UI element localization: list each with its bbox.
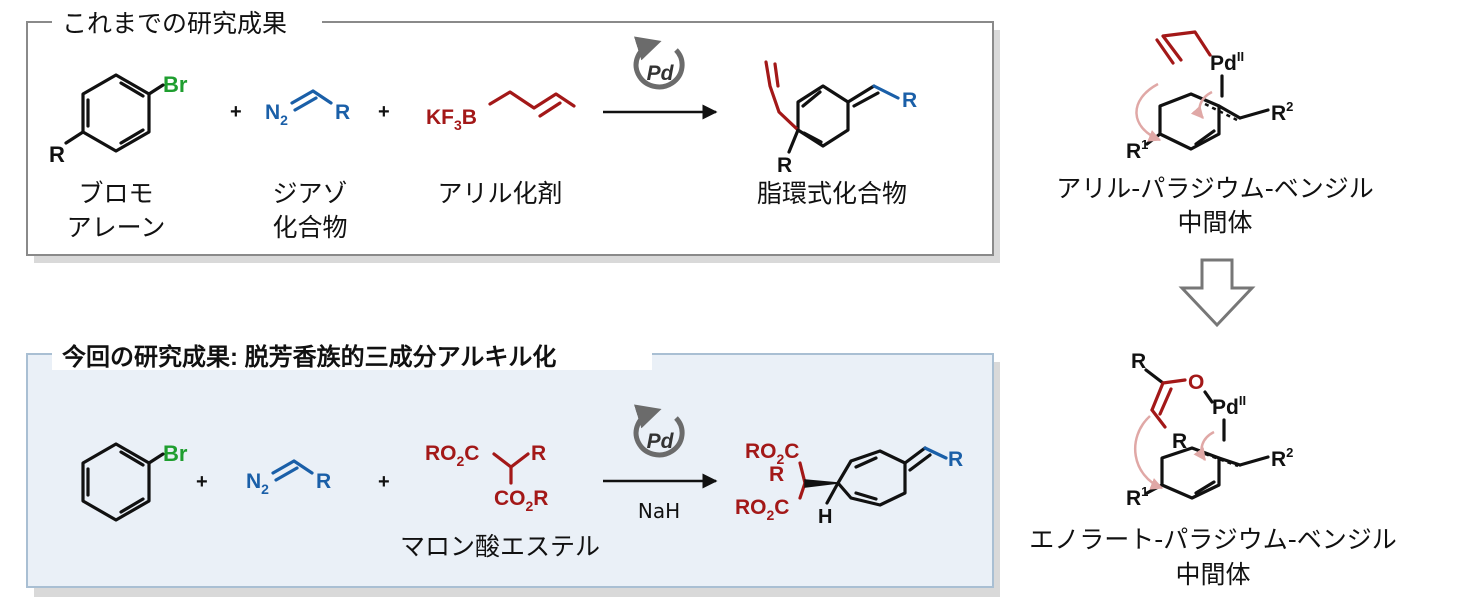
product-top-ester: RO2C bbox=[745, 440, 799, 467]
diazo-structure: N2 R bbox=[265, 89, 350, 128]
alicyclic-product-structure: R R bbox=[764, 60, 917, 177]
diazo-name-2: 化合物 bbox=[272, 213, 347, 242]
curved-arrow bbox=[1190, 90, 1213, 119]
previous-research-panel: これまでの研究成果 bbox=[26, 6, 1000, 263]
r2-label: R2 bbox=[1271, 445, 1293, 471]
bromine-label: Br bbox=[163, 441, 188, 466]
product-h: H bbox=[818, 506, 832, 528]
bromoarene-name-2: アレーン bbox=[67, 213, 166, 242]
allyl-pd-benzyl-intermediate: PdII R2 R1 bbox=[1126, 30, 1293, 163]
bromine-label: Br bbox=[163, 72, 188, 97]
r2-label: R2 bbox=[1271, 99, 1293, 125]
n2-label: N2 bbox=[246, 470, 269, 497]
r-mid-label: R bbox=[1172, 430, 1187, 453]
intermediate-name-2: 中間体 bbox=[1177, 208, 1252, 237]
plus-sign: + bbox=[230, 101, 242, 123]
product-bottom-ester: RO2C bbox=[735, 496, 789, 523]
plus-sign: + bbox=[378, 101, 390, 123]
base-label: NaH bbox=[638, 499, 680, 523]
intermediate-name-2: 中間体 bbox=[1175, 560, 1250, 589]
diazo-r-label: R bbox=[335, 101, 350, 124]
enolate-pd-benzyl-intermediate: R O PdII R R2 R1 bbox=[1126, 350, 1293, 510]
panel-title: これまでの研究成果 bbox=[62, 9, 287, 38]
pd-catalyst-cycle: Pd bbox=[633, 36, 685, 90]
allyl-reagent-structure: KF3B bbox=[426, 90, 576, 133]
allyl-name: アリル化剤 bbox=[437, 179, 562, 208]
bromoarene-name-1: ブロモ bbox=[78, 179, 153, 208]
product-r-ring: R bbox=[777, 154, 792, 177]
pd-label: PdII bbox=[1210, 49, 1244, 75]
pd-label: PdII bbox=[1212, 393, 1246, 419]
malonate-bottom-ester: CO2R bbox=[494, 487, 548, 514]
intermediate-name-1: エノラート-パラジウム-ベンジル bbox=[1029, 525, 1397, 554]
kf3b-label: KF3B bbox=[426, 106, 477, 133]
product-r-mid: R bbox=[769, 463, 784, 486]
r-top-label: R bbox=[1131, 350, 1146, 373]
malonate-r: R bbox=[531, 442, 546, 465]
r1-label: R1 bbox=[1126, 484, 1148, 510]
product-name: 脂環式化合物 bbox=[757, 179, 907, 208]
catalyst-label: Pd bbox=[647, 430, 675, 453]
product-r-alkene: R bbox=[902, 89, 917, 112]
product-r-alkene: R bbox=[948, 448, 963, 471]
pd-catalyst-cycle: Pd bbox=[633, 404, 685, 458]
curved-arrow bbox=[1193, 430, 1215, 462]
alkylated-product-structure: RO2C R RO2C H R bbox=[735, 440, 963, 528]
plus-sign: + bbox=[378, 471, 390, 493]
transition-down-arrow bbox=[1178, 258, 1256, 328]
bromobenzene-structure: Br bbox=[81, 441, 188, 522]
intermediate-name-1: アリル-パラジウム-ベンジル bbox=[1056, 174, 1374, 203]
panel-title: 今回の研究成果: 脱芳香族的三成分アルキル化 bbox=[62, 343, 556, 371]
catalyst-label: Pd bbox=[647, 62, 675, 85]
substituent-label: R bbox=[49, 142, 65, 167]
malonate-top-ester: RO2C bbox=[425, 442, 479, 469]
curved-arrow bbox=[1134, 415, 1164, 490]
diazo-structure: N2 R bbox=[246, 459, 331, 497]
diazo-name-1: ジアゾ bbox=[272, 179, 347, 208]
bromoarene-structure: Br R bbox=[49, 72, 188, 167]
malonate-name: マロン酸エステル bbox=[400, 532, 600, 561]
r1-label: R1 bbox=[1126, 137, 1148, 163]
diazo-r-label: R bbox=[316, 470, 331, 493]
curved-arrow bbox=[1135, 82, 1162, 142]
panel-box bbox=[26, 21, 994, 256]
o-label: O bbox=[1188, 371, 1204, 394]
malonate-structure: RO2C R CO2R bbox=[425, 442, 548, 514]
plus-sign: + bbox=[196, 471, 208, 493]
n2-label: N2 bbox=[265, 101, 288, 128]
